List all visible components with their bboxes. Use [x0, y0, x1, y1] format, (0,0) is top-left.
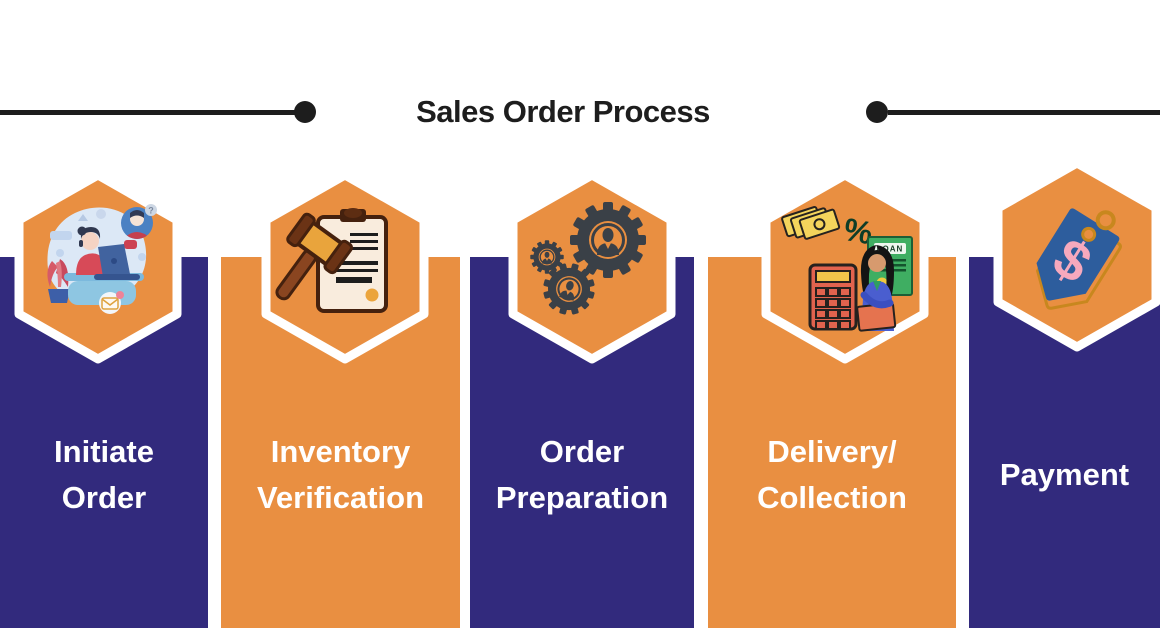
- step-label-line: Delivery/: [767, 434, 897, 469]
- title-dot-right: [866, 101, 888, 123]
- step-label-line: Preparation: [495, 480, 669, 515]
- delivery-collection-hexagon: % LOAN: [761, 170, 929, 364]
- svg-text:LOAN: LOAN: [877, 245, 904, 254]
- step-label-payment: Payment: [969, 402, 1160, 548]
- finance-woman-illustration-icon: % LOAN: [781, 206, 913, 332]
- step-label-line: Inventory: [270, 434, 411, 469]
- initiate-order-hexagon: ?: [14, 170, 182, 364]
- step-label-inventory-verification: Inventory Verification: [221, 402, 460, 548]
- title-rule-left: [0, 110, 296, 115]
- page-title: Sales Order Process: [416, 94, 710, 129]
- title-rule-right: [888, 110, 1160, 115]
- step-label-line: Payment: [999, 457, 1130, 492]
- customer-support-agent-illustration-icon: ?: [47, 204, 157, 314]
- payment-hexagon: $: [993, 158, 1160, 352]
- clipboard-gavel-illustration-icon: [275, 208, 388, 313]
- svg-text:?: ?: [148, 206, 154, 216]
- step-label-order-preparation: Order Preparation: [470, 402, 694, 548]
- title-dot-left: [294, 101, 316, 123]
- step-label-line: Verification: [256, 480, 425, 515]
- order-preparation-hexagon: [508, 170, 676, 364]
- step-label-line: Order: [539, 434, 625, 469]
- step-label-line: Initiate: [54, 434, 154, 469]
- step-label-line: Collection: [757, 480, 907, 515]
- step-label-delivery-collection: Delivery/ Collection: [708, 402, 956, 548]
- step-label-initiate-order: Initiate Order: [0, 402, 208, 548]
- inventory-verification-hexagon: [261, 170, 429, 364]
- step-label-line: Order: [61, 480, 147, 515]
